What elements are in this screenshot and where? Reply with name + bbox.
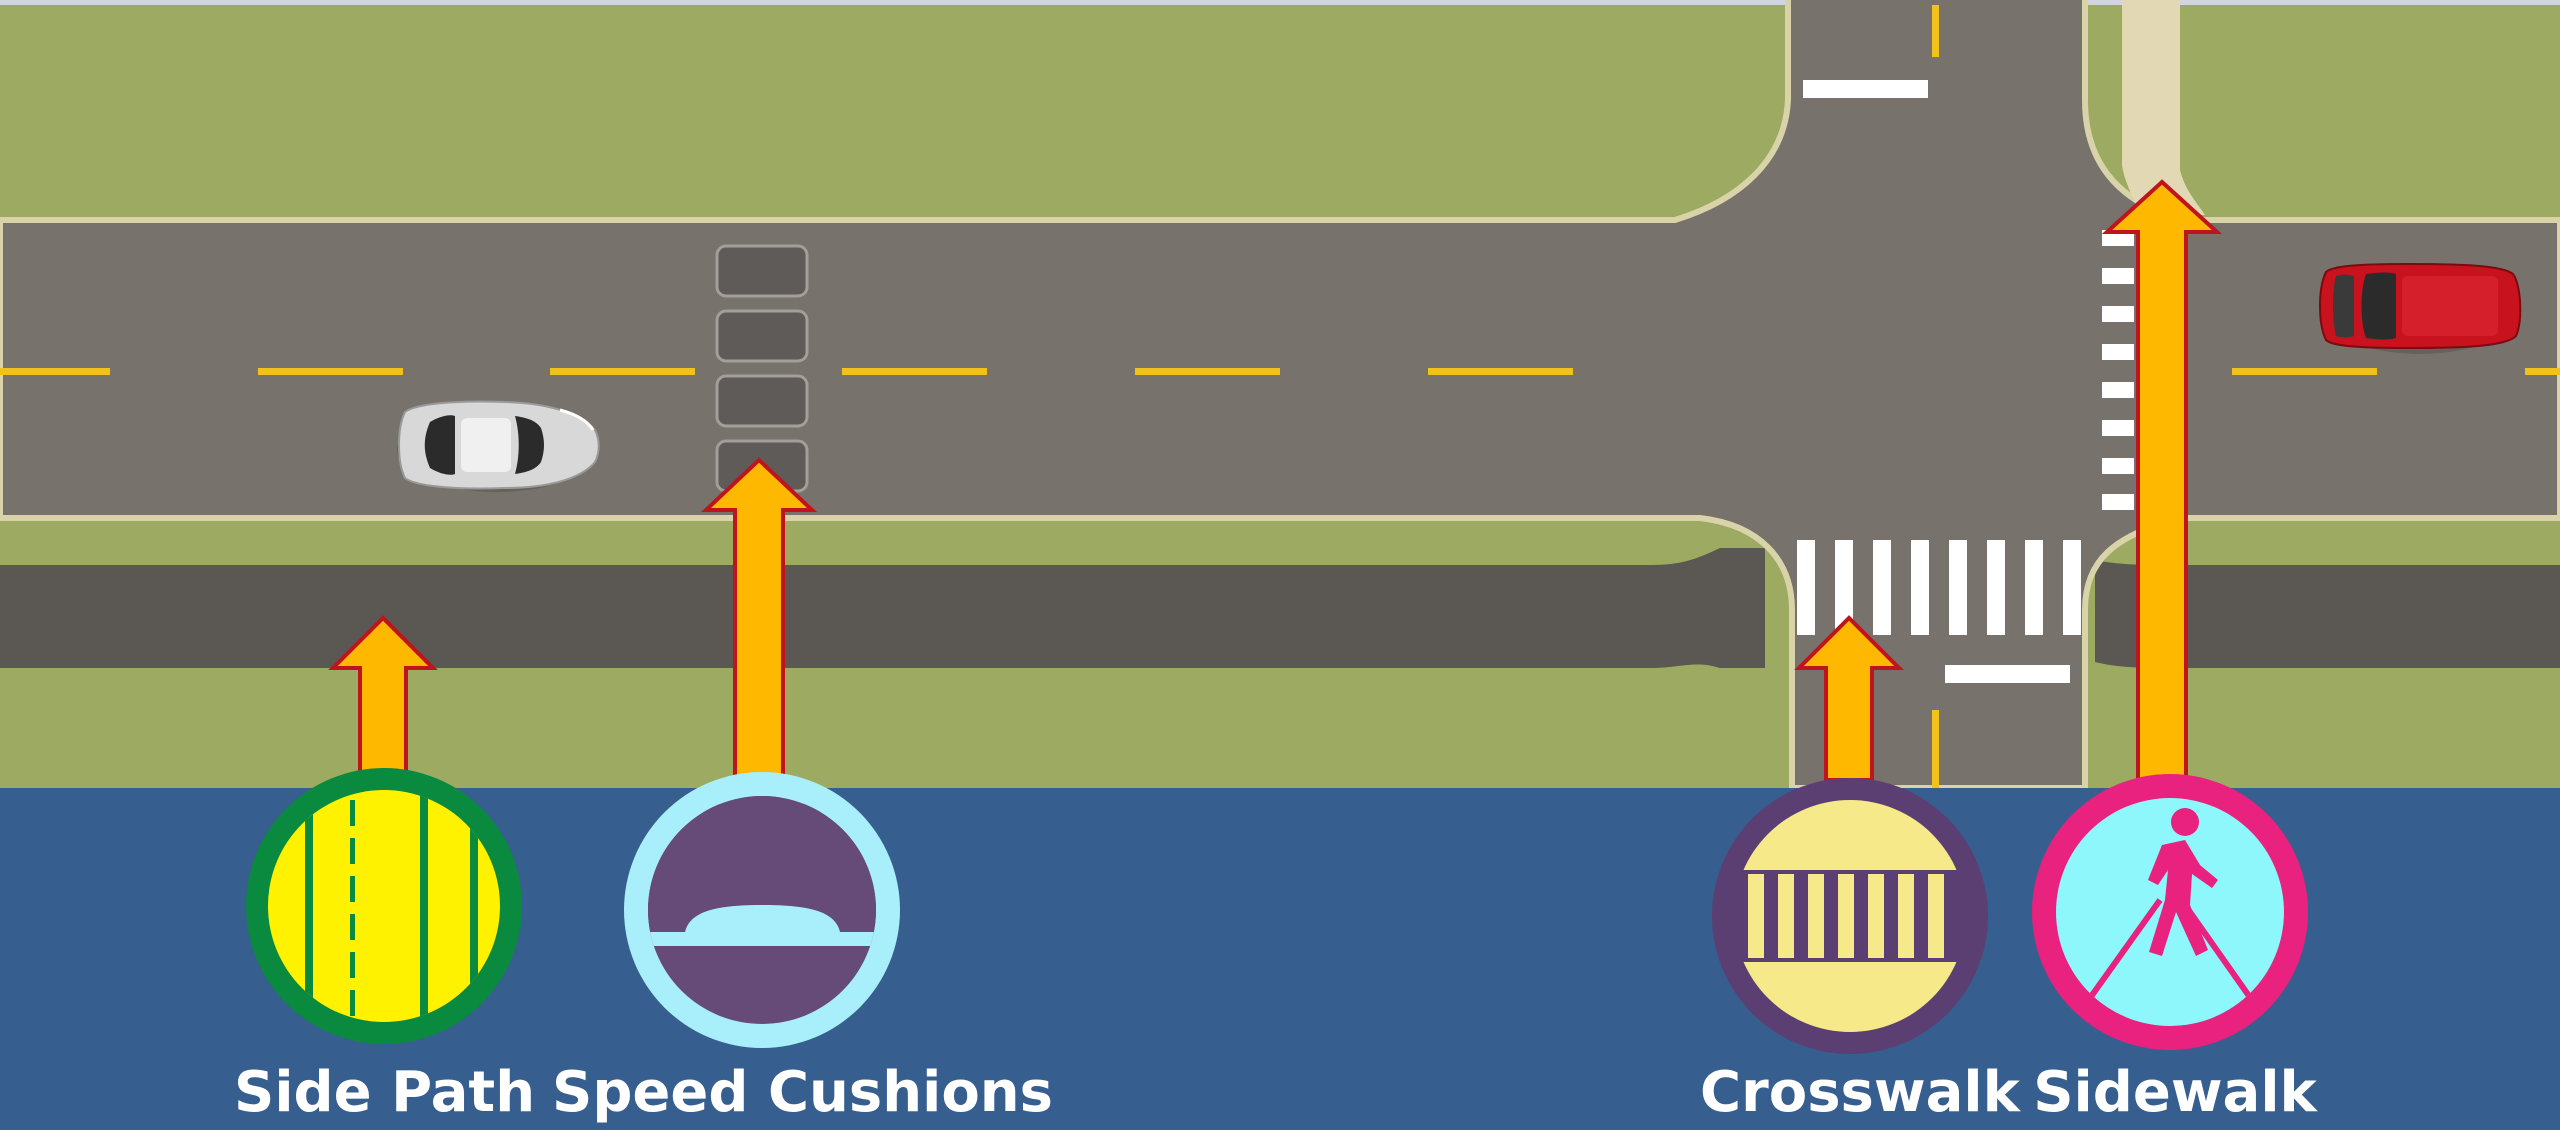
arrow-sidewalk	[2101, 179, 2223, 782]
red-car	[2319, 262, 2522, 354]
road-top-edge	[1791, 0, 2082, 8]
white-car	[397, 400, 600, 492]
crosswalk-east	[2102, 230, 2134, 510]
top-border	[0, 0, 2560, 5]
arrow-crosswalk	[1794, 615, 1904, 782]
sidewalk-ramp	[2122, 0, 2205, 215]
arrow-speed-cushions	[700, 457, 818, 782]
side-path-label: Side Path	[234, 1060, 536, 1125]
stop-bar-south	[1945, 665, 2070, 683]
side-path-band	[0, 548, 1765, 668]
pedestrian-icon	[2032, 774, 2308, 1050]
arrow-side-path	[328, 615, 438, 782]
side-path-band-right	[2095, 560, 2560, 668]
crosswalk-label: Crosswalk	[1700, 1060, 2020, 1125]
speed-cushions-label: Speed Cushions	[552, 1060, 1053, 1125]
stop-bar-north	[1803, 80, 1928, 98]
arrows	[328, 179, 2223, 782]
center-line	[0, 5, 2560, 788]
speed-cushion-icon	[624, 772, 900, 1048]
side-path-icon	[246, 768, 522, 1044]
crosswalk-icon	[1712, 778, 1988, 1054]
crosswalk-south	[1797, 540, 2081, 635]
sidewalk-label: Sidewalk	[2033, 1060, 2317, 1125]
